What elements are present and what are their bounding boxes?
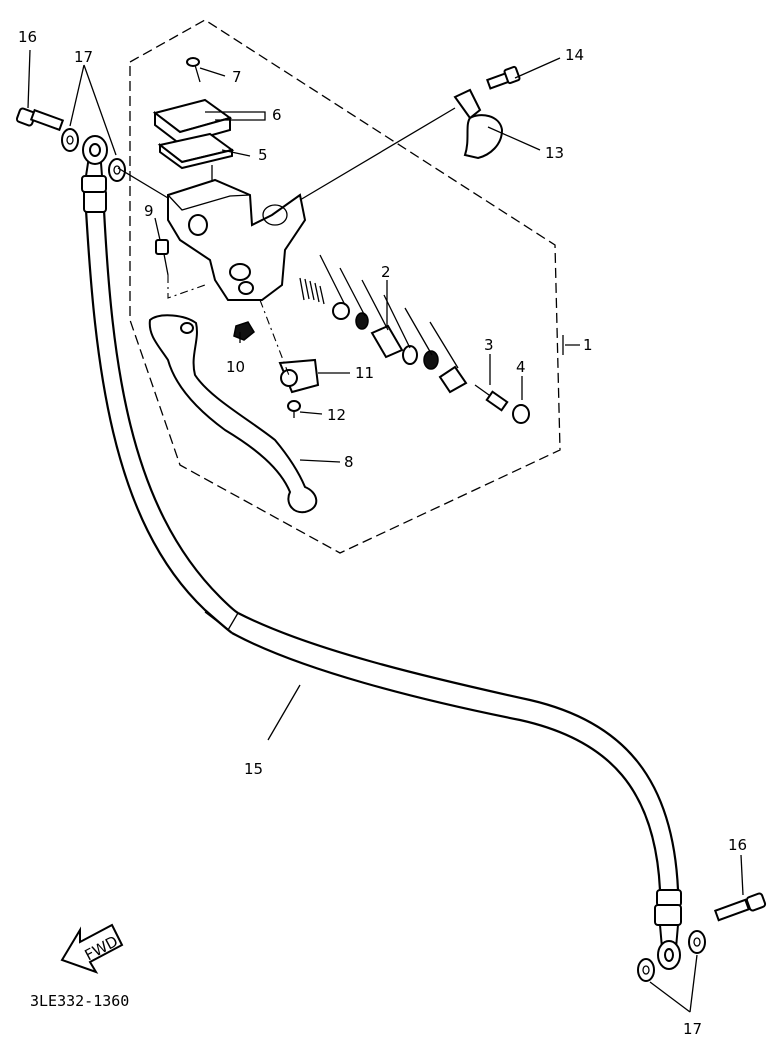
diaphragm	[157, 132, 235, 170]
push-rod	[474, 384, 509, 412]
callout-4: 4	[516, 358, 526, 376]
copper-washer-bottom-2	[637, 958, 655, 982]
assembly-boundary	[129, 19, 561, 554]
drawing-code: 3LE332-1360	[30, 992, 129, 1010]
dust-cap	[233, 321, 255, 341]
leader-lines	[27, 49, 744, 1013]
dust-boot	[512, 404, 530, 424]
callout-16-top: 16	[18, 28, 37, 46]
callout-17-top: 17	[74, 48, 93, 66]
callout-6: 6	[272, 106, 282, 124]
switch-screw	[287, 400, 301, 418]
callout-1: 1	[583, 336, 593, 354]
holder-bolt	[486, 65, 521, 90]
brake-light-switch	[278, 358, 320, 394]
callout-12: 12	[327, 406, 346, 424]
master-cylinder-body	[167, 178, 307, 301]
callout-7: 7	[232, 68, 242, 86]
union-bolt-top	[15, 107, 65, 132]
callout-17-bottom: 17	[683, 1020, 702, 1038]
callout-9: 9	[144, 202, 154, 220]
callout-8: 8	[344, 453, 354, 471]
callout-14: 14	[565, 46, 584, 64]
callout-13: 13	[545, 144, 564, 162]
callout-16-bottom: 16	[728, 836, 747, 854]
callout-2: 2	[381, 263, 391, 281]
brake-hose	[81, 135, 682, 970]
cap-screw	[186, 57, 201, 83]
brake-lever	[148, 314, 318, 514]
callout-11: 11	[355, 364, 374, 382]
bleed-screw	[155, 239, 169, 276]
copper-washer-bottom-1	[688, 930, 706, 954]
callout-10: 10	[226, 358, 245, 376]
union-bolt-bottom	[713, 892, 767, 922]
copper-washer-top-2	[108, 158, 126, 182]
reservoir-cap	[152, 98, 233, 146]
master-cylinder-holder	[453, 88, 504, 160]
fwd-arrow-icon: FWD	[60, 923, 124, 974]
alignment-line	[259, 299, 291, 379]
piston-kit	[299, 254, 468, 394]
callout-15: 15	[244, 760, 263, 778]
copper-washer-top-1	[61, 128, 79, 152]
callout-5: 5	[258, 146, 268, 164]
callout-3: 3	[484, 336, 494, 354]
